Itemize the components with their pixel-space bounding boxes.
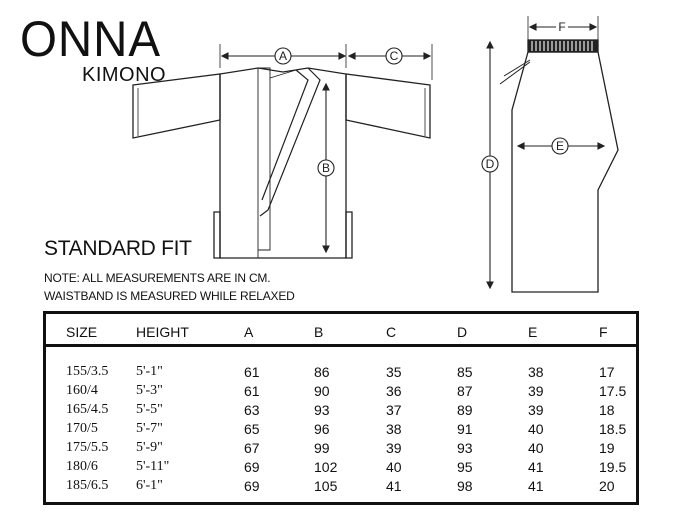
cell-f: 20 [599,478,615,494]
header-d: D [457,324,468,340]
size-chart-table: SIZE HEIGHT A B C D E F 155/3.5 5'-1" 61… [43,311,639,505]
cell-c: 39 [386,440,402,456]
table-row: 160/4 5'-3" 61 90 36 87 39 17.5 [46,383,636,403]
label-c: C [390,49,399,63]
header-f: F [599,324,608,340]
label-d: D [486,157,495,171]
cell-d: 87 [457,383,473,399]
label-b-circle [317,159,335,177]
cell-b: 105 [314,478,338,494]
cell-d: 85 [457,364,473,380]
label-d-circle [481,155,499,173]
cell-b: 93 [314,402,330,418]
jacket-body [219,67,347,259]
garment-diagram: A C B D E F [132,16,619,293]
jacket-right-sleeve [345,73,431,139]
table-row: 165/4.5 5'-5" 63 93 37 89 39 18 [46,402,636,422]
cell-b: 99 [314,440,330,456]
header-b: B [314,324,324,340]
cell-e: 41 [528,459,544,475]
cell-height: 5'-11" [136,459,170,474]
label-f: F [558,20,565,34]
cell-f: 17.5 [599,383,627,399]
cell-d: 89 [457,402,473,418]
header-c: C [386,324,397,340]
label-e-circle [551,137,569,155]
jacket-left-sleeve [132,73,221,139]
pants-body [511,51,619,293]
cell-c: 41 [386,478,402,494]
cell-size: 175/5.5 [66,440,109,455]
note-measurements: NOTE: ALL MEASUREMENTS ARE IN CM. [44,271,271,285]
cell-d: 93 [457,440,473,456]
table-row: 180/6 5'-11" 69 102 40 95 41 19.5 [46,459,636,479]
cell-height: 5'-3" [136,383,163,398]
table-row: 155/3.5 5'-1" 61 86 35 85 38 17 [46,364,636,384]
header-e: E [528,324,538,340]
cell-e: 39 [528,383,544,399]
label-a: A [279,49,287,63]
cell-a: 63 [244,402,260,418]
cell-b: 102 [314,459,338,475]
label-c-circle [385,47,403,65]
cell-height: 5'-5" [136,402,163,417]
cell-e: 38 [528,364,544,380]
header-size: SIZE [66,324,98,340]
brand-name: ONNA [20,11,162,67]
cell-d: 91 [457,421,473,437]
cell-c: 37 [386,402,402,418]
brand-subtitle: KIMONO [82,64,167,86]
cell-e: 39 [528,402,544,418]
cell-height: 5'-1" [136,364,163,379]
cell-height: 5'-7" [136,421,163,436]
header-height: HEIGHT [136,324,189,340]
cell-e: 41 [528,478,544,494]
cell-e: 40 [528,421,544,437]
cell-f: 17 [599,364,615,380]
fit-title: STANDARD FIT [44,237,192,260]
cell-d: 95 [457,459,473,475]
cell-size: 165/4.5 [66,402,109,417]
cell-size: 180/6 [66,459,98,474]
cell-d: 98 [457,478,473,494]
cell-f: 18 [599,402,615,418]
brand-logo: ONNA KIMONO [20,11,170,86]
cell-size: 185/6.5 [66,478,109,493]
label-e: E [556,139,564,153]
cell-a: 69 [244,459,260,475]
cell-size: 155/3.5 [66,364,109,379]
table-row: 185/6.5 6'-1" 69 105 41 98 41 20 [46,478,636,498]
cell-a: 61 [244,364,260,380]
cell-size: 160/4 [66,383,98,398]
cell-a: 67 [244,440,260,456]
cell-height: 6'-1" [136,478,163,493]
cell-height: 5'-9" [136,440,163,455]
cell-f: 18.5 [599,421,627,437]
cell-f: 19.5 [599,459,627,475]
table-header: SIZE HEIGHT A B C D E F [46,314,636,347]
label-b: B [322,161,330,175]
header-a: A [244,324,254,340]
table-row: 170/5 5'-7" 65 96 38 91 40 18.5 [46,421,636,441]
cell-c: 35 [386,364,402,380]
cell-b: 90 [314,383,330,399]
table-row: 175/5.5 5'-9" 67 99 39 93 40 19 [46,440,636,460]
cell-c: 40 [386,459,402,475]
label-a-circle [274,47,292,65]
note-waistband: WAISTBAND IS MEASURED WHILE RELAXED [44,289,295,303]
cell-a: 65 [244,421,260,437]
cell-f: 19 [599,440,615,456]
cell-b: 86 [314,364,330,380]
cell-c: 36 [386,383,402,399]
cell-a: 61 [244,383,260,399]
cell-c: 38 [386,421,402,437]
cell-size: 170/5 [66,421,98,436]
cell-a: 69 [244,478,260,494]
cell-e: 40 [528,440,544,456]
cell-b: 96 [314,421,330,437]
